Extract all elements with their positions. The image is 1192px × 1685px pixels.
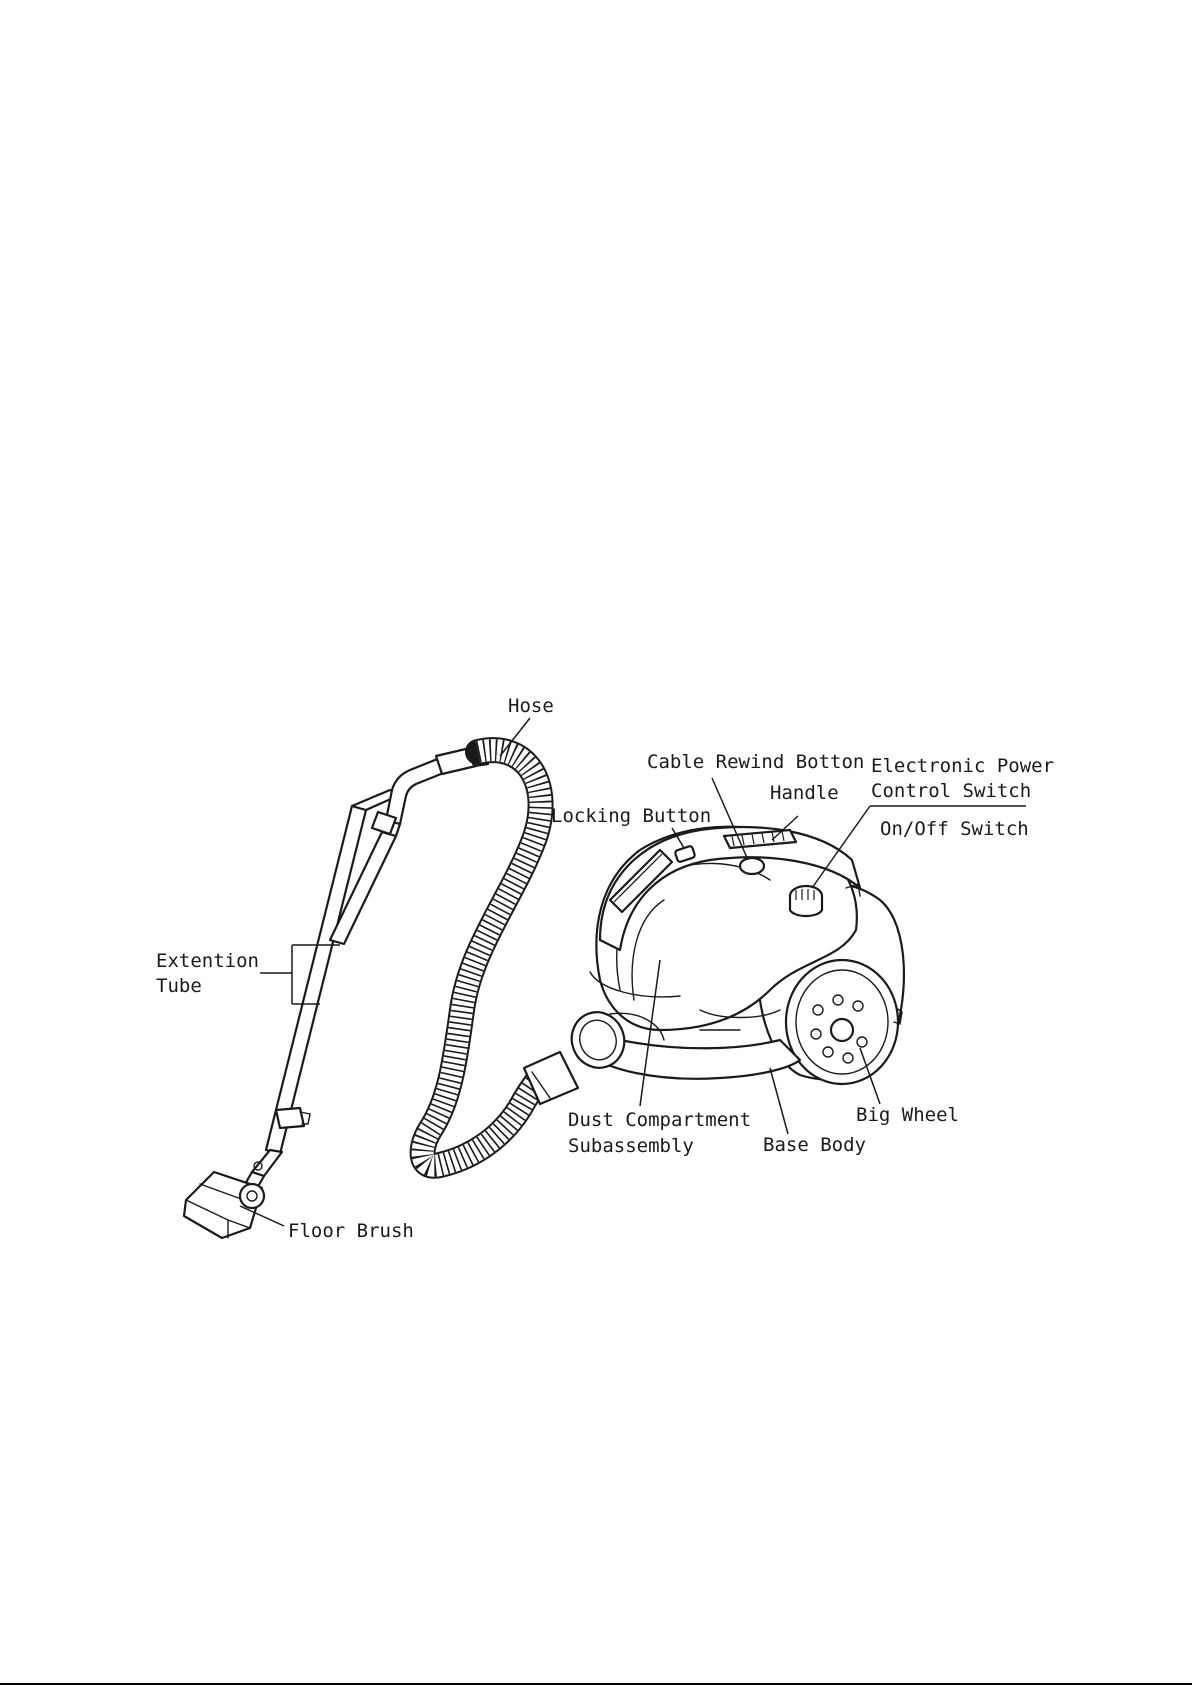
label-dust-compartment-line1: Dust Compartment — [568, 1109, 751, 1131]
label-hose: Hose — [508, 695, 554, 717]
label-dust-compartment-line2: Subassembly — [568, 1135, 694, 1157]
label-extention-line2: Tube — [156, 975, 202, 997]
label-big-wheel: Big Wheel — [856, 1104, 959, 1126]
label-base-body: Base Body — [763, 1134, 866, 1156]
extension-tube-illustration — [244, 746, 488, 1190]
label-on-off-switch: On/Off Switch — [880, 818, 1029, 840]
label-electronic-power-line1: Electronic Power — [871, 755, 1054, 777]
label-handle: Handle — [770, 782, 839, 804]
label-locking-button: Locking Button — [551, 805, 711, 827]
label-extention-line1: Extention — [156, 950, 259, 972]
label-floor-brush: Floor Brush — [288, 1220, 414, 1242]
label-cable-rewind-button: Cable Rewind Botton — [647, 751, 864, 773]
vacuum-body-illustration — [564, 827, 904, 1084]
label-electronic-power-line2: Control Switch — [871, 780, 1031, 802]
